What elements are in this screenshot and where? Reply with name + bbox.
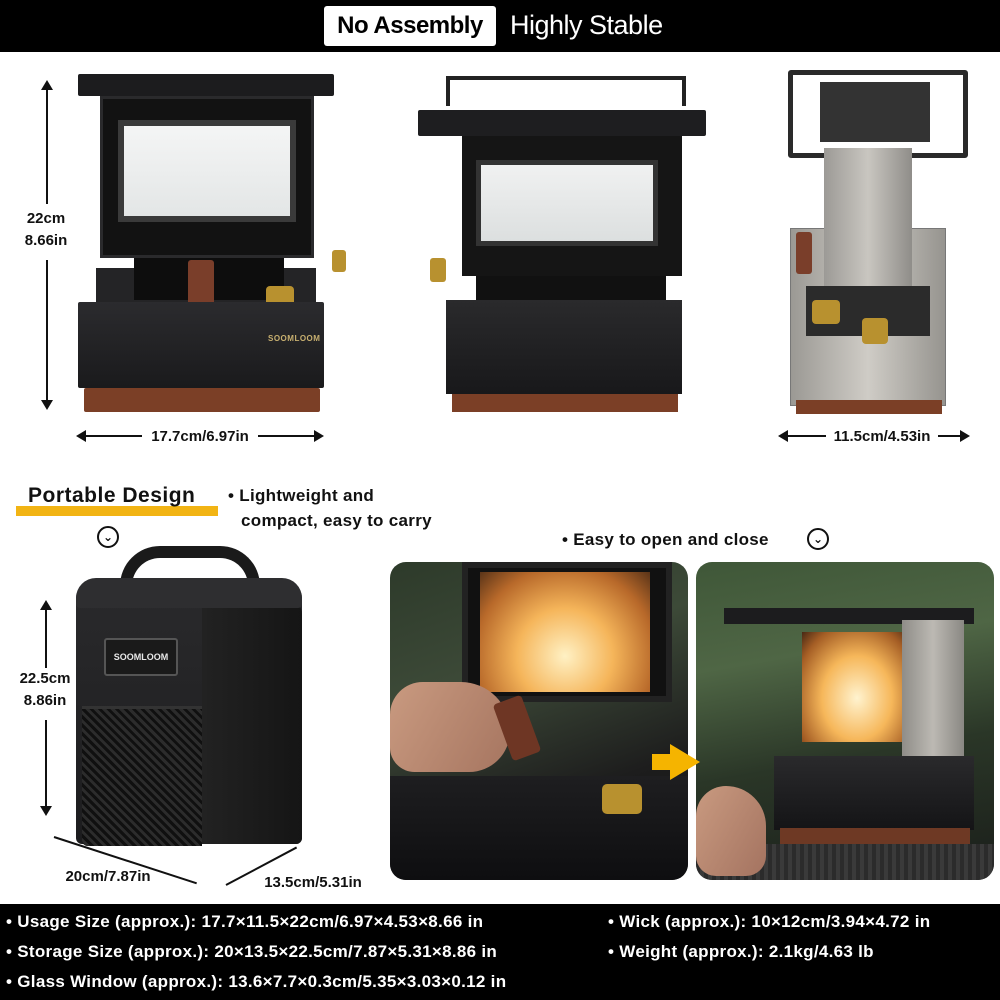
bag-width-label: 20cm/7.87in [65,868,151,885]
portable-bullet-line1: • Lightweight and [228,486,375,505]
back-width-line-left [786,435,826,437]
lit-heater-photo [696,562,994,880]
photo2-flame-glow [802,632,902,742]
portable-bullet: • Lightweight and compact, easy to carry [228,484,432,533]
photo2-heater-base [774,756,974,830]
highly-stable-text: Highly Stable [510,10,663,40]
spec-wick: • Wick (approx.): 10×12cm/3.94×4.72 in [608,912,931,931]
width-line-left [84,435,142,437]
heater-door-handle [188,260,214,306]
bag-height-cm: 22.5cm [19,670,71,687]
portable-design-title: Portable Design [28,484,196,507]
front-height-in: 8.66in [24,231,68,249]
front-height-label: 22cm 8.66in [14,208,78,252]
heater-side-knob [332,250,346,272]
header-bar: No Assembly Highly Stable [0,0,1000,52]
photo-flame-glow [480,572,650,692]
open-close-chevron-down-icon: ⌄ [807,528,829,550]
bag-height-arrow-bottom-icon [40,806,52,816]
heater2-wood-base [452,394,678,412]
heater3-brass-knob-2 [862,318,888,344]
bag-side-panel [202,600,302,844]
height-line-bottom [46,260,48,400]
back-width-label: 11.5cm/4.53in [833,428,931,445]
bag-brand-logo: SOOMLOOM [104,638,178,676]
heater2-brass-knob [430,258,446,282]
heater2-base [446,300,682,394]
heater3-rack-plate [820,82,930,142]
back-width-arrow-right-icon [960,430,970,442]
bag-mesh-pocket [82,706,202,846]
heater3-handle [796,232,812,274]
height-arrow-bottom-icon [41,400,53,410]
heater2-chimney-base [476,276,666,304]
spec-storage-size: • Storage Size (approx.): 20×13.5×22.5cm… [6,942,498,961]
portable-bullet-line2: compact, easy to carry [241,510,432,530]
spec-weight: • Weight (approx.): 2.1kg/4.63 lb [608,942,874,961]
bag-depth-label: 13.5cm/5.31in [264,874,362,891]
bag-height-label: 22.5cm 8.86in [8,668,82,712]
width-line-right [258,435,316,437]
front-width-label: 17.7cm/6.97in [151,428,249,445]
spec-usage-size: • Usage Size (approx.): 17.7×11.5×22cm/6… [6,912,484,931]
height-arrow-top-icon [41,80,53,90]
bag-height-arrow-top-icon [40,600,52,610]
photo-heater-base [390,776,688,880]
spec-glass-window: • Glass Window (approx.): 13.6×7.7×0.3cm… [6,972,507,991]
photo2-hand-lighter [696,786,766,876]
heater-base [78,302,324,388]
bag-lid [76,578,302,608]
bag-height-line-bottom [45,720,47,808]
height-line-top [46,88,48,204]
width-arrow-right-icon [314,430,324,442]
portable-highlight-bar [16,506,218,516]
width-arrow-left-icon [76,430,86,442]
open-close-text: • Easy to open and close [562,530,769,549]
portable-chevron-down-icon: ⌄ [97,526,119,548]
photo2-side-panel [902,620,964,770]
heater3-tower [824,148,912,308]
transition-arrow-icon [670,744,700,780]
back-width-line-right [938,435,962,437]
opening-door-photo [390,562,688,880]
front-height-cm: 22cm [26,210,66,227]
photo2-wood-base [780,828,970,844]
heater3-wood-base [796,400,942,414]
no-assembly-badge: No Assembly [324,6,496,46]
heater-wood-base [84,388,320,412]
heater2-glass-window [476,160,658,246]
heater-top-rack [78,74,334,96]
heater-glass-window [118,120,296,222]
bag-height-line-top [45,608,47,668]
heater2-rack-rail [446,76,686,106]
photo-hand [390,682,510,772]
specifications-bar: • Usage Size (approx.): 17.7×11.5×22cm/6… [0,904,1000,1000]
bag-height-in: 8.86in [23,691,67,709]
heater2-top-rack [418,110,706,136]
heater-brand-logo: SOOMLOOM [268,334,321,343]
back-width-arrow-left-icon [778,430,788,442]
photo-brass-knob [602,784,642,814]
heater3-brass-knob [812,300,840,324]
transition-arrow-tail [652,754,672,770]
